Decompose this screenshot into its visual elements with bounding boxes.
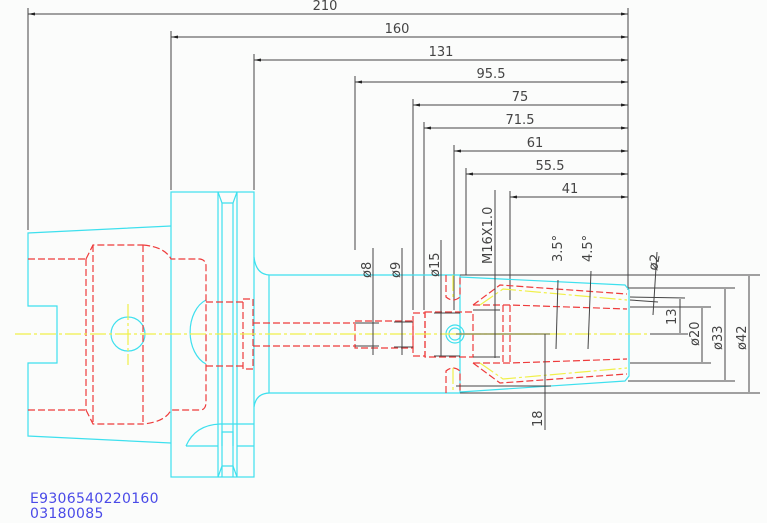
length-dimension-71-5: 71.5 [506,113,535,128]
hidden-line [473,304,628,310]
nose-cone [459,276,630,393]
key-slot-arc [185,423,254,447]
bore-diameter-9: ø9 [389,262,404,278]
depth-dimension: 18 [456,334,551,430]
key-slot-notch [221,431,234,446]
dimension-13: 13 [665,308,680,325]
nose-diameter-42: ø42 [735,326,750,351]
hidden-line [472,284,628,306]
collet-center-line-bottom [479,362,628,380]
body-bottom [253,392,460,408]
bore-diameter-8: ø8 [360,262,375,278]
thread-label: M16X1.0 [481,207,496,264]
pull-stud-hole [189,299,207,365]
length-dimension-61: 61 [527,136,544,151]
bore-diameter-15: ø15 [428,253,443,278]
part-code: 03180085 [30,506,104,522]
nose-diameter-dimensions: ø42 ø33 ø20 13 ø2 [460,251,760,394]
hidden-line [472,362,628,384]
nose-diameter-33: ø33 [711,326,726,351]
depth-18: 18 [531,410,546,427]
d2-ext [629,296,686,299]
hidden-line [85,409,143,425]
length-dimension-55-5: 55.5 [536,159,565,174]
part-number: E9306540220160 [30,491,159,507]
v-groove-top [217,191,238,204]
hidden-line [445,275,461,301]
center-lines [15,275,650,393]
d2-leader [652,251,658,316]
taper-angle-3-5: 3.5° [551,235,566,262]
hidden-line [445,367,461,393]
hidden-lines [28,244,628,425]
angle-35-line [555,279,559,350]
hidden-line [85,244,143,260]
bore-diameter-dimensions: ø8 ø9 ø15 M16X1.0 [355,190,500,358]
v-groove-bottom [217,465,238,478]
length-dimension-131: 131 [429,45,454,60]
length-dimension-210: 210 [313,0,338,14]
body-top [253,256,460,276]
collet-center-line-top [479,288,628,306]
d2-ext-2 [629,299,659,303]
nose-diameter-2: ø2 [646,253,664,272]
length-dimension-160: 160 [385,22,410,37]
length-dimension-75: 75 [512,90,529,105]
hidden-line [473,358,628,364]
length-dimension-95-5: 95.5 [477,67,506,82]
length-dimension-41: 41 [562,182,579,197]
taper-angle-4-5: 4.5° [581,235,596,262]
angle-45-line [587,270,592,350]
nose-diameter-20: ø20 [688,322,703,347]
length-dimension-group: 210 160 131 95.5 75 71.5 61 55.5 41 [27,0,629,310]
taper-angle-dimensions: 3.5° 4.5° [551,235,596,350]
hidden-line [142,244,207,425]
taper-shank-outline [27,225,172,444]
